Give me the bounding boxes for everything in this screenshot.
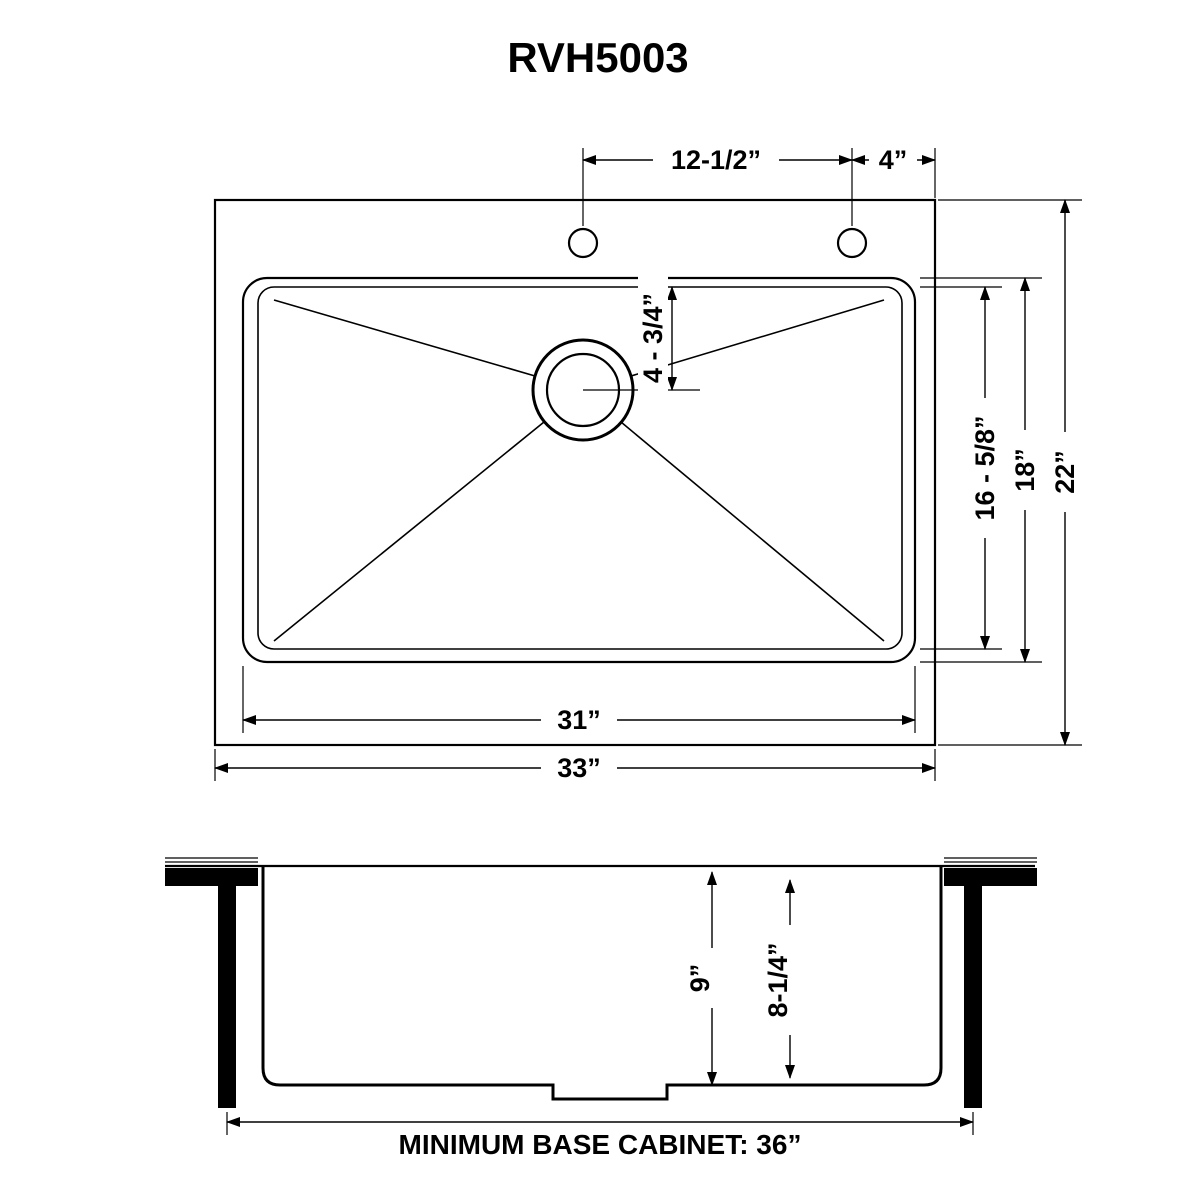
drain-offset-label: 4 - 3/4”: [638, 293, 668, 383]
dim-base-cabinet: MINIMUM BASE CABINET: 36”: [226, 1112, 974, 1160]
overall-width-label: 33”: [557, 753, 601, 783]
countertop-right-section: [944, 857, 1037, 886]
basin-slope-lines: [273, 299, 885, 642]
outer-rect: [213, 198, 937, 747]
dim-hole-spacing: 12-1/2” 4”: [582, 145, 936, 226]
basin-bottom-rect: [257, 286, 903, 650]
base-cabinet-label: MINIMUM BASE CABINET: 36”: [399, 1129, 802, 1160]
sink-bowl-profile: [261, 866, 943, 1101]
dim-overall-height: 9”: [685, 871, 717, 1086]
dim-drain-offset: 4 - 3/4”: [583, 276, 700, 400]
countertop-left-section: [165, 857, 258, 886]
faucet-hole-left: [567, 227, 599, 259]
faucet-hole-right: [836, 227, 868, 259]
hole-spacing-label: 12-1/2”: [671, 145, 761, 175]
hole-to-edge-label: 4”: [879, 145, 908, 175]
inner-height-label: 8-1/4”: [763, 942, 793, 1017]
cabinet-wall-right: [964, 886, 982, 1108]
basin-depth-label: 18”: [1010, 448, 1040, 492]
top-view: 12-1/2” 4” 4 - 3/4” 16 - 5/8”: [213, 145, 1082, 783]
dim-basin-inner-depth: 16 - 5/8”: [920, 286, 1002, 650]
dim-inner-height: 8-1/4”: [763, 879, 795, 1079]
dim-basin-width: 31”: [242, 666, 916, 735]
dim-overall-depth: 22”: [938, 199, 1082, 746]
dim-overall-width: 33”: [214, 749, 936, 783]
overall-height-label: 9”: [685, 964, 715, 993]
basin-width-label: 31”: [557, 705, 601, 735]
model-number-title: RVH5003: [507, 34, 688, 81]
overall-depth-label: 22”: [1050, 450, 1080, 494]
dim-basin-depth: 18”: [920, 277, 1042, 663]
side-view: 9” 8-1/4” MINIMUM BASE CABINET: 36”: [165, 857, 1037, 1160]
basin-inner-depth-label: 16 - 5/8”: [970, 415, 1000, 520]
cabinet-wall-left: [218, 886, 236, 1108]
basin-rim-rect: [241, 276, 917, 664]
